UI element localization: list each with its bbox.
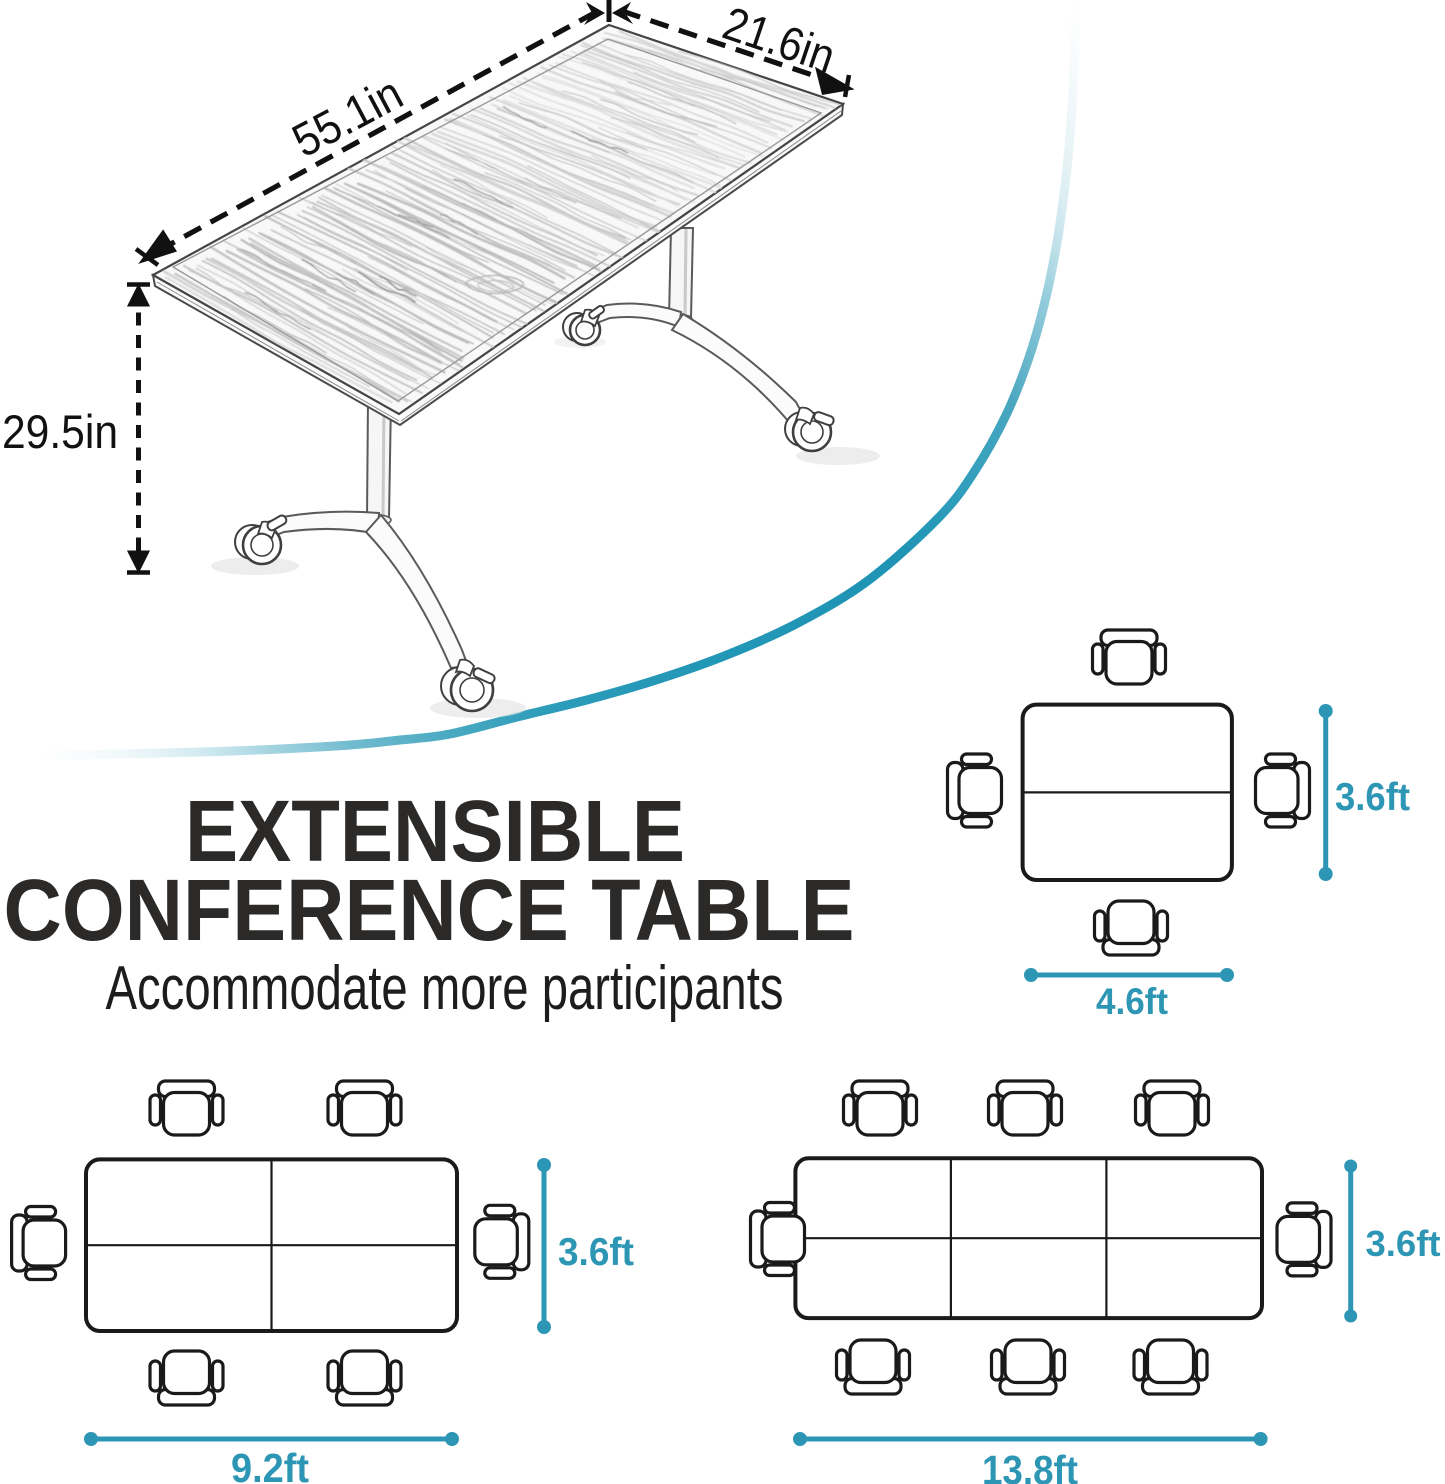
svg-text:3.6ft: 3.6ft <box>1335 776 1410 819</box>
svg-text:3.6ft: 3.6ft <box>1366 1223 1441 1264</box>
svg-text:Accommodate more participants: Accommodate more participants <box>106 954 784 1023</box>
svg-text:13.8ft: 13.8ft <box>982 1447 1078 1484</box>
svg-text:9.2ft: 9.2ft <box>231 1445 309 1484</box>
svg-text:29.5in: 29.5in <box>2 405 118 458</box>
svg-text:3.6ft: 3.6ft <box>558 1231 634 1274</box>
svg-text:EXTENSIBLE: EXTENSIBLE <box>185 783 685 880</box>
svg-text:4.6ft: 4.6ft <box>1096 981 1168 1022</box>
svg-text:CONFERENCE TABLE: CONFERENCE TABLE <box>4 862 855 959</box>
